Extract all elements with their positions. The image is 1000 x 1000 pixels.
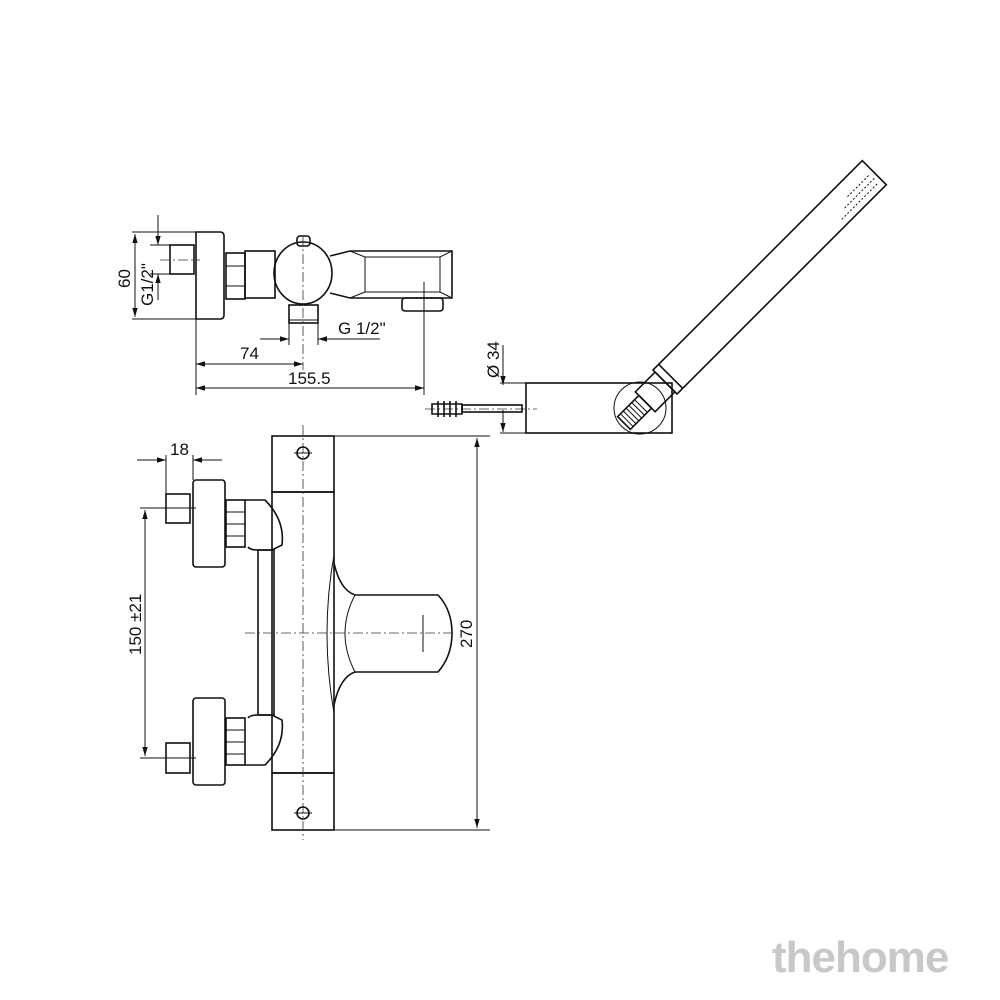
mounting-hole-top xyxy=(294,446,312,460)
wall-bracket xyxy=(525,382,673,434)
watermark: thehome xyxy=(772,933,948,982)
thread-connector xyxy=(225,252,246,300)
inlet-nut xyxy=(169,244,195,275)
bottom-outlet xyxy=(288,304,319,324)
temperature-handle xyxy=(333,562,453,706)
dim-flange-depth-label: 18 xyxy=(170,440,189,459)
dim-height-label: 60 xyxy=(115,269,134,288)
mounting-hole-bottom xyxy=(294,806,312,820)
wall-anchor-screw xyxy=(425,401,537,417)
dim-outlet-thread-label: G 1/2" xyxy=(338,319,386,338)
dim-bracket-diameter-label: Ø 34 xyxy=(484,341,503,378)
inlet-flange-top xyxy=(192,479,226,568)
dim-inlet-thread-label: G1/2" xyxy=(138,263,157,306)
dim-total-width-label: 270 xyxy=(457,620,476,648)
wall-flange xyxy=(195,231,225,320)
dim-outlet-offset-label: 74 xyxy=(240,344,259,363)
front-view: 270 150 ±21 18 xyxy=(126,425,490,840)
connecting-tube xyxy=(257,549,275,716)
valve-body xyxy=(244,250,276,299)
inlet-flange-bottom xyxy=(192,697,226,786)
dim-inlet-spacing-label: 150 ±21 xyxy=(126,594,145,655)
top-knob xyxy=(296,235,311,247)
shower-handle xyxy=(616,159,888,431)
spout xyxy=(329,250,453,299)
top-view: 60 G1/2" G 1/2" 74 155.5 xyxy=(115,215,453,395)
spout-outlet xyxy=(401,297,444,312)
hose-thread xyxy=(616,394,653,431)
dim-spout-length-label: 155.5 xyxy=(288,369,331,388)
hand-shower-view: Ø 34 xyxy=(425,159,888,435)
